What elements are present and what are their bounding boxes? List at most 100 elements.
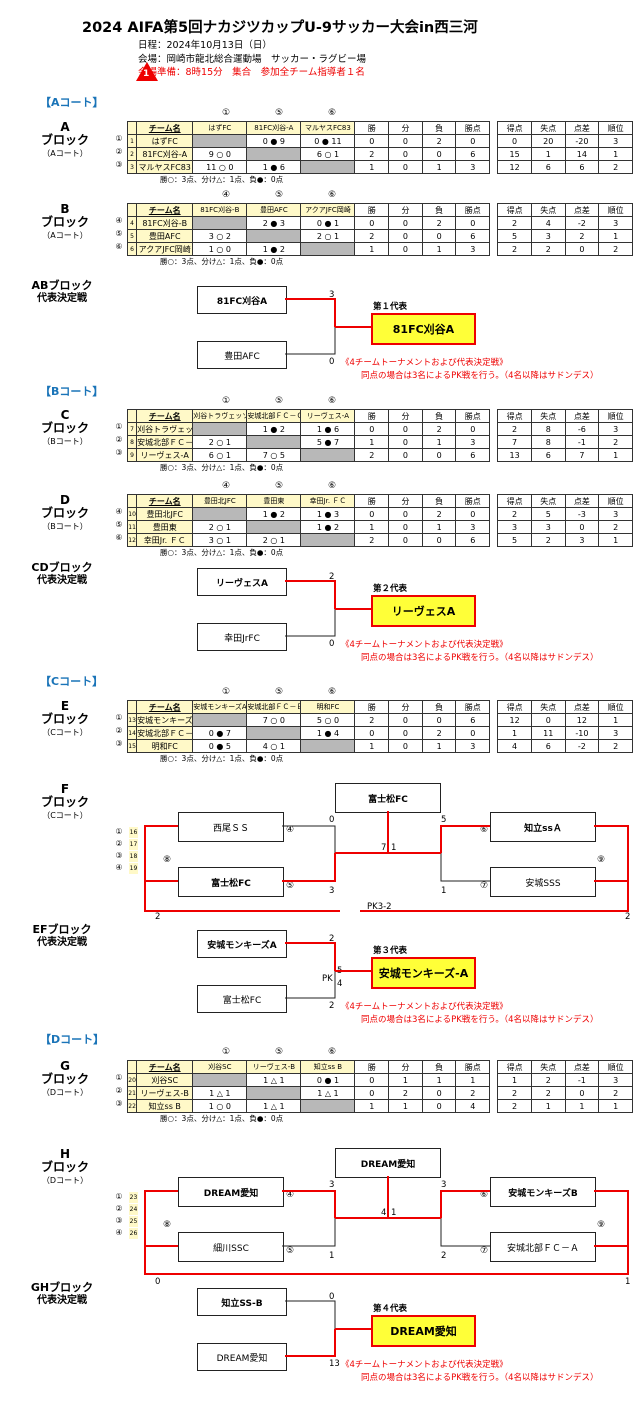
block-label: ブロック [40,1160,89,1174]
row-number: ④ [115,507,123,516]
block-letter: C [60,408,70,422]
block-label: ブロック [40,421,89,435]
bracket-line [440,1190,490,1218]
bracket-line [335,811,389,854]
match-result: 1 ● 2 [246,242,302,256]
stat-cell: 3 [455,242,491,256]
row-index: 16 [129,827,138,838]
pk-note: 《4チームトーナメントおよび代表決定戦》 [341,1360,508,1370]
stat-cell: 6 [530,739,566,753]
row-number: ③ [115,1216,123,1225]
column-number: ④ [221,481,231,491]
row-number: ④ [115,1228,123,1237]
row-number: ② [115,839,123,848]
block-letter: E [60,699,70,713]
bracket-score: 1 [441,886,447,896]
match-result: 3 ○ 1 [192,533,248,547]
bracket-line [360,825,629,912]
stat-cell: 1 [421,1073,457,1087]
pk-note: 《4チームトーナメントおよび代表決定戦》 [341,640,508,650]
final-label: 代表決定戦 [37,1295,87,1306]
assembly-info: 会場準備：8時15分 集合 参加全チーム指導者１名 [138,67,365,78]
bracket-line [282,853,336,882]
stat-cell: 3 [564,533,600,547]
bracket-line [440,853,490,882]
row-number: ① [115,713,123,722]
bracket-line [440,1218,490,1247]
match-number: ⑤ [286,1246,295,1256]
row-number: ⑥ [115,533,123,542]
stat-cell: 2 [497,242,532,256]
row-index: 6 [126,242,138,256]
stat-cell: 1 [354,1099,390,1113]
self-match-cell [192,216,248,230]
final-heading: EFブロック代表決定戦 [12,923,112,949]
row-index: 12 [126,533,138,547]
bracket-score: 2 [625,912,631,922]
bracket-score: 4 [381,1208,387,1218]
column-number: ⑥ [327,108,337,118]
bracket-line [594,1190,629,1246]
match-result: 4 ○ 1 [246,739,302,753]
self-match-cell [300,533,356,547]
column-number: ⑥ [327,190,337,200]
team-name: リーヴェス-B [136,1086,194,1100]
bracket-line [282,825,336,853]
final-score-bottom: 0 [329,639,335,649]
team-name: アクアJFC岡崎 [136,242,194,256]
opponent-header: 豊田東 [246,494,302,508]
stat-cell: 2 [598,160,633,174]
bracket-team: 安城モンキーズB [490,1177,596,1207]
bracket-team: DREAM愛知 [178,1177,284,1207]
date-info: 日程：2024年10月13日（日） [138,40,272,51]
match-number: ⑨ [597,1220,606,1230]
block-label: ブロック [40,215,89,229]
column-number: ⑤ [274,190,284,200]
final-label: 代表決定戦 [37,293,87,304]
representative-label: 第４代表 [373,1304,408,1314]
representative-label: 第３代表 [373,946,408,956]
bracket-score: 1 [391,1208,397,1218]
opponent-header: 安城モンキーズA [192,700,248,714]
block-letter: G [60,1059,70,1073]
final-block-name: ABブロック [31,279,93,292]
stat-cell: 2 [497,1099,532,1113]
team-name-header: チーム名 [136,494,194,508]
final-label: 代表決定戦 [37,575,87,586]
pk-rule: 同点の場合は3名によるPK戦を行う。（4名以降はサドンデス） [361,653,599,663]
stat-cell: 5 [497,533,532,547]
bracket-score: 3 [329,1180,335,1190]
row-index: 3 [126,160,138,174]
bracket-score: 3 [441,1180,447,1190]
bracket-score: 3 [329,886,335,896]
court-b-heading: 【Bコート】 [40,385,104,398]
final-label: 代表決定戦 [37,937,87,948]
stat-cell: 1 [598,1099,633,1113]
match-number: ⑦ [480,1246,489,1256]
opponent-header: 安城北部ＦＣ－Ｃ [246,409,302,423]
bracket-score: 7 [381,843,387,853]
stat-cell: 6 [455,448,491,462]
team-name: 明和FC [136,739,194,753]
bracket-score: 1 [625,1277,631,1287]
row-index: 23 [129,1192,138,1203]
stat-cell: 1 [421,739,457,753]
self-match-cell [300,242,356,256]
final-score-top: 2 [329,934,335,944]
column-number: ⑥ [327,481,337,491]
bracket-team: 安城北部ＦＣ－Ａ [490,1232,596,1262]
points-rule: 勝○：3点、分け△：1点、負●：0点 [160,548,284,557]
column-number: ⑥ [327,687,337,697]
court-a-heading: 【Aコート】 [40,96,104,109]
block-label: ブロック [40,506,89,520]
